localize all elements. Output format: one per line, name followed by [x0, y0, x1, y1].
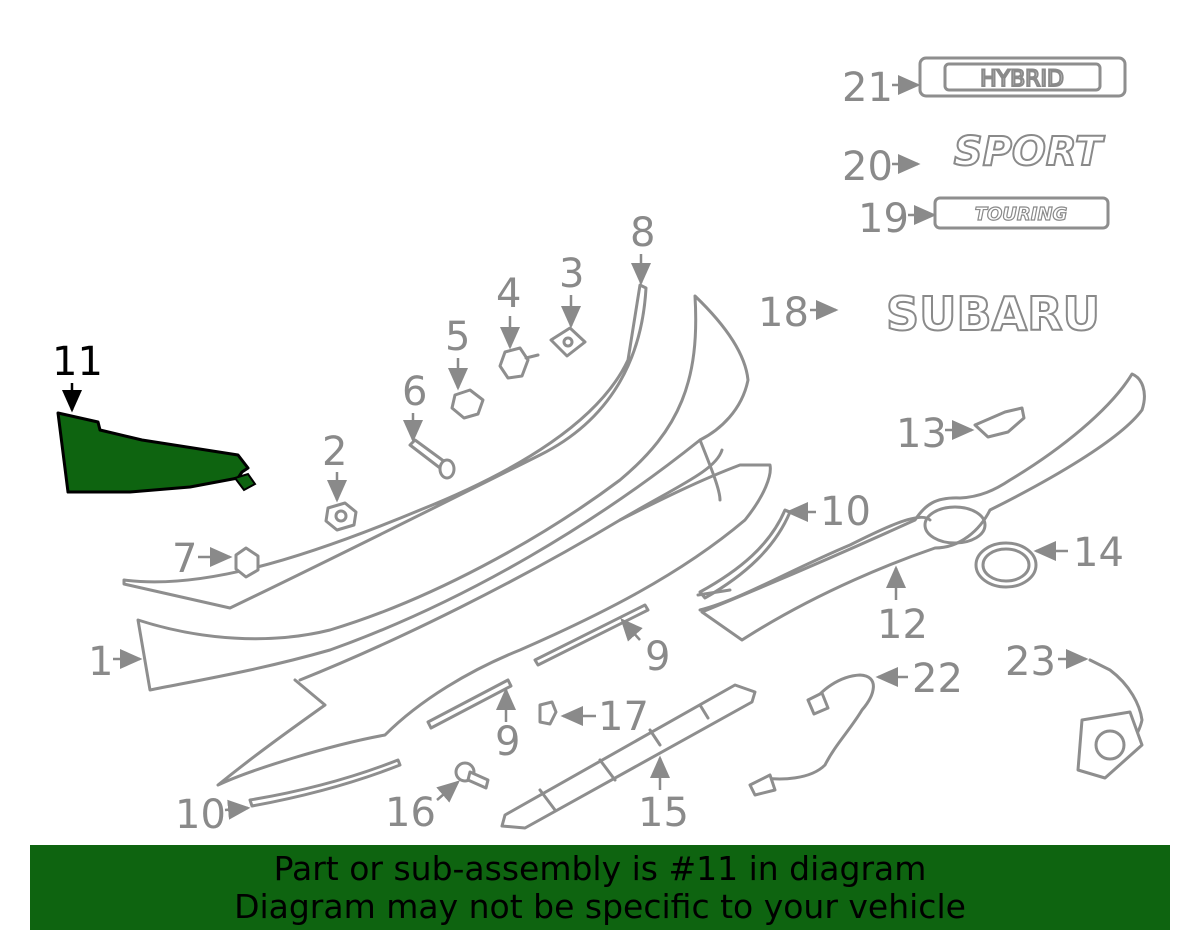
- part-13-connector[interactable]: [973, 406, 1026, 439]
- part-9-strip-lower[interactable]: [426, 678, 513, 730]
- emblem-subaru-text: SUBARU: [886, 287, 1100, 341]
- part-1-garnish[interactable]: [136, 294, 750, 692]
- part-20-emblem[interactable]: SPORT: [953, 128, 1106, 176]
- callout-9b-label: 9: [495, 719, 520, 765]
- callout-11: 11: [52, 339, 103, 413]
- callout-5-label: 5: [445, 314, 470, 360]
- callout-19-label: 19: [858, 196, 909, 242]
- emblem-hybrid-text: HYBRID: [980, 67, 1064, 92]
- part-8-strip[interactable]: [122, 283, 648, 610]
- lower-garnish: [216, 463, 772, 787]
- callout-17-label: 17: [598, 694, 649, 740]
- part-17-bolt[interactable]: [538, 700, 558, 726]
- part-4-clip[interactable]: [498, 346, 540, 380]
- callout-12: 12: [877, 565, 928, 648]
- part-5-grommet[interactable]: [450, 388, 485, 420]
- part-16-bolt[interactable]: [454, 761, 490, 790]
- callout-15: 15: [638, 755, 689, 836]
- part-21-emblem[interactable]: HYBRID: [918, 56, 1127, 98]
- callout-22: 22: [875, 656, 963, 702]
- callout-15-label: 15: [638, 790, 689, 836]
- callout-18: 18: [758, 290, 839, 336]
- callout-12-label: 12: [877, 602, 928, 648]
- part-22-harness[interactable]: [748, 673, 875, 797]
- callout-10b: 10: [175, 792, 251, 838]
- callout-21: 21: [842, 65, 921, 111]
- info-banner: Part or sub-assembly is #11 in diagram D…: [30, 845, 1170, 930]
- callout-16: 16: [385, 780, 460, 836]
- callout-3: 3: [559, 251, 584, 329]
- callout-13-label: 13: [896, 411, 947, 457]
- callout-5: 5: [445, 314, 470, 391]
- callout-20-label: 20: [842, 144, 893, 190]
- callout-6-label: 6: [402, 369, 427, 415]
- part-19-emblem[interactable]: TOURING: [933, 196, 1110, 230]
- callout-9a-label: 9: [645, 634, 670, 680]
- callout-7-label: 7: [172, 536, 197, 582]
- callout-20: 20: [842, 144, 921, 190]
- emblem-sport-text: SPORT: [954, 129, 1105, 175]
- callout-18-label: 18: [758, 290, 809, 336]
- part-15-lamp[interactable]: [500, 683, 757, 830]
- callout-14-label: 14: [1073, 530, 1124, 576]
- callout-1-label: 1: [88, 639, 113, 685]
- callout-17: 17: [560, 694, 649, 740]
- callout-2: 2: [322, 429, 347, 503]
- callout-2-label: 2: [322, 429, 347, 475]
- callout-10a-label: 10: [820, 489, 871, 535]
- callout-8-label: 8: [630, 210, 655, 256]
- callout-19: 19: [858, 196, 937, 242]
- callout-9a: 9: [620, 618, 670, 680]
- callout-1: 1: [88, 639, 143, 685]
- emblem-touring-text: TOURING: [975, 204, 1068, 225]
- callout-3-label: 3: [559, 251, 584, 297]
- part-10-strip-upper[interactable]: [698, 508, 792, 600]
- callout-6: 6: [402, 369, 427, 443]
- part-9-strip-upper[interactable]: [533, 603, 650, 667]
- callout-14: 14: [1033, 530, 1124, 576]
- callout-11-label: 11: [52, 339, 103, 385]
- callout-10a: 10: [785, 489, 871, 535]
- callout-9b: 9: [495, 687, 520, 765]
- callout-4-label: 4: [496, 271, 521, 317]
- callout-8: 8: [630, 210, 655, 286]
- part-3-clip[interactable]: [549, 326, 587, 358]
- callout-16-label: 16: [385, 790, 436, 836]
- callout-23: 23: [1005, 639, 1089, 685]
- callout-22-label: 22: [912, 656, 963, 702]
- part-7-clip[interactable]: [234, 546, 260, 579]
- parts-diagram: HYBRID SPORT TOURING SUBARU 11 1 2 3 4 5…: [52, 56, 1146, 838]
- part-23-camera[interactable]: [1076, 658, 1144, 780]
- part-14-cap[interactable]: [974, 541, 1038, 589]
- callout-4: 4: [496, 271, 521, 350]
- callout-23-label: 23: [1005, 639, 1056, 685]
- part-12-garnish[interactable]: [700, 372, 1146, 642]
- banner-line-2: Diagram may not be specific to your vehi…: [234, 886, 966, 926]
- part-10-strip-lower[interactable]: [248, 758, 402, 808]
- part-11-bracket[interactable]: [56, 411, 257, 494]
- callout-7: 7: [172, 536, 233, 582]
- callout-21-label: 21: [842, 65, 893, 111]
- part-2-nut[interactable]: [324, 501, 358, 532]
- part-18-emblem[interactable]: SUBARU: [885, 286, 1101, 342]
- callout-10b-label: 10: [175, 792, 226, 838]
- part-6-bolt[interactable]: [408, 438, 456, 480]
- callout-13: 13: [896, 411, 975, 457]
- banner-line-1: Part or sub-assembly is #11 in diagram: [273, 848, 927, 888]
